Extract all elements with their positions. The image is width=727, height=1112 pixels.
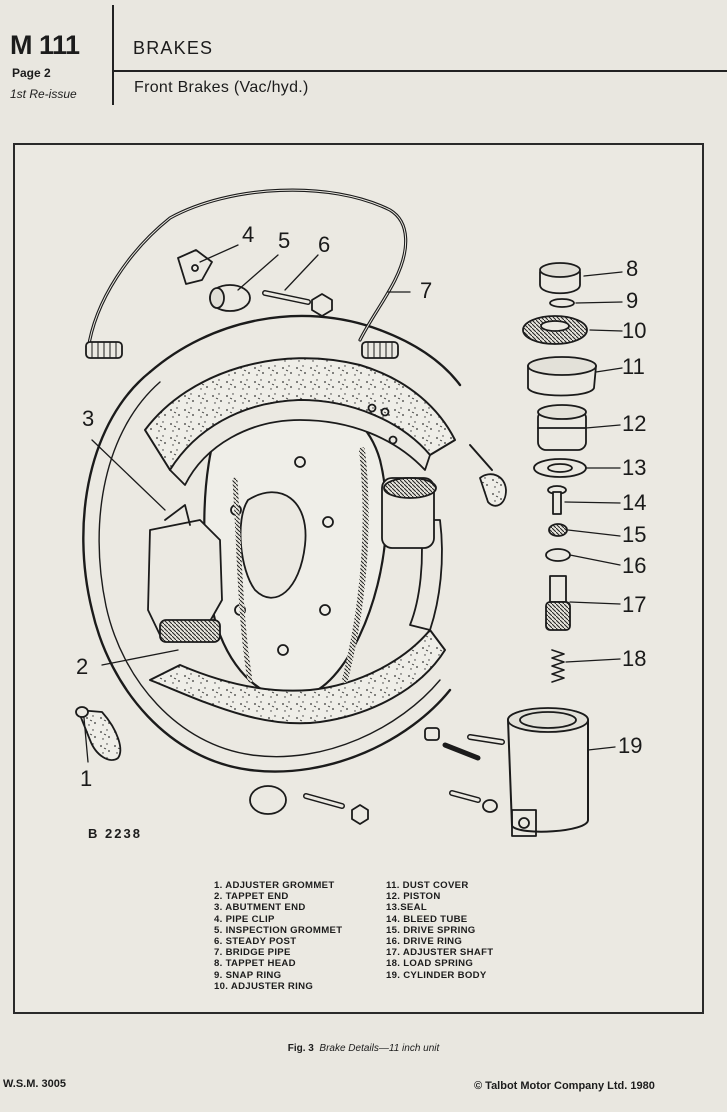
callout-6: 6 [318,232,331,257]
legend-item: 9. SNAP RING [214,969,282,981]
callout-8: 8 [626,256,639,281]
seal [533,458,587,478]
callout-3: 3 [82,406,95,431]
return-springs [232,447,369,683]
leader-lines [83,244,623,763]
header-horizontal-rule [112,70,727,72]
brake-drum [203,395,388,699]
bridge-pipe [85,188,408,359]
legend-item: 1. ADJUSTER GROMMET [214,880,335,891]
bleed-tube [547,485,567,515]
callout-15: 15 [622,522,647,547]
figure-caption: Fig. 3 Brake Details—11 inch unit [0,1043,727,1054]
legend-item: 4. PIPE CLIP [214,913,275,925]
caption-label: Fig. 3 [287,1043,314,1054]
header-vertical-rule [112,5,114,105]
callout-2: 2 [76,654,89,679]
callout-14: 14 [622,490,647,515]
legend-item: 19. CYLINDER BODY [386,969,487,981]
section-title: BRAKES [133,38,214,58]
parts-legend-left: 1. ADJUSTER GROMMET 2. TAPPET END 3. ABU… [214,880,342,992]
page-number: Page 2 [12,66,51,80]
legend-item: 7. BRIDGE PIPE [214,947,291,959]
legend-item: 12. PISTON [386,891,441,903]
legend-item: 11. DUST COVER [386,880,469,891]
legend-item: 16. DRIVE RING [386,936,463,948]
inspection-grommet [209,284,251,312]
callout-1: 1 [80,766,93,791]
brake-shoe-upper [144,357,456,486]
adjuster-shaft [545,575,571,631]
callout-16: 16 [622,553,647,578]
legend-item: 14. BLEED TUBE [386,913,468,925]
legend-item: 2. TAPPET END [214,891,289,903]
tappet-head [539,262,581,295]
legend-item: 18. LOAD SPRING [386,958,474,970]
abutment-spring-right [469,444,507,507]
cylinder-body [507,707,589,837]
piston [537,404,587,451]
callout-10: 10 [622,318,647,343]
drive-spring [548,523,568,537]
legend-item: 8. TAPPET HEAD [214,958,296,970]
adjuster-assembly [381,477,437,549]
document-code: M 111 [10,30,80,60]
adjuster-grommet [75,706,122,761]
callout-9: 9 [626,288,639,313]
steady-post [262,290,333,317]
callout-5: 5 [278,228,291,253]
pipe-clip [177,249,213,285]
wheel-cylinder-left [147,504,223,643]
dust-cover [527,356,597,397]
manual-reference: W.S.M. 3005 [3,1078,66,1090]
drive-ring [545,548,571,562]
legend-item: 13.SEAL [386,902,428,914]
caption-text: Brake Details—11 inch unit [319,1043,440,1054]
parts-legend-right: 11. DUST COVER 12. PISTON 13.SEAL 14. BL… [386,880,493,981]
callout-13: 13 [622,455,647,480]
figure-code: B 2238 [88,826,142,841]
callout-17: 17 [622,592,647,617]
legend-item: 5. INSPECTION GROMMET [214,924,343,936]
callout-19: 19 [618,733,643,758]
bleed-screws [249,727,505,825]
issue-label: 1st Re-issue [10,87,77,101]
callout-4: 4 [242,222,255,247]
legend-item: 15. DRIVE SPRING [386,924,476,936]
copyright-notice: © Talbot Motor Company Ltd. 1980 [474,1080,655,1092]
callout-18: 18 [622,646,647,671]
callout-11: 11 [622,354,645,379]
adjuster-ring [522,315,588,345]
snap-ring [549,298,575,308]
callout-12: 12 [622,411,647,436]
back-plate [82,314,462,773]
callout-7: 7 [420,278,433,303]
load-spring [551,649,565,683]
brake-shoe-lower [149,519,446,725]
legend-item: 10. ADJUSTER RING [214,980,314,992]
legend-item: 3. ABUTMENT END [214,902,306,914]
subsection-title: Front Brakes (Vac/hyd.) [134,79,309,96]
legend-item: 17. ADJUSTER SHAFT [386,947,494,959]
legend-item: 6. STEADY POST [214,936,297,948]
